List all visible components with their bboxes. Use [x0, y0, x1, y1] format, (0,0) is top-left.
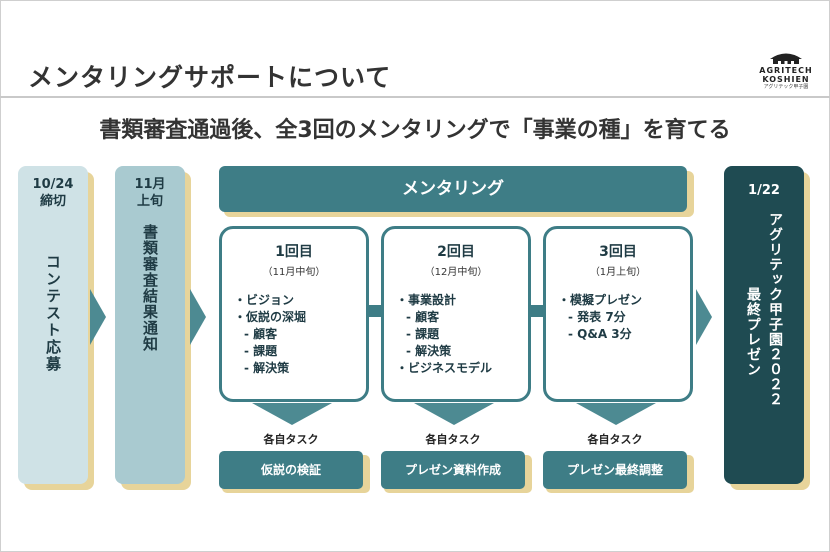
task-label: 各自タスク: [425, 433, 481, 446]
final-column: 1/22 アグリテック甲子園２０２２ 最終プレゼン: [724, 166, 804, 484]
slide-subtitle: 書類審査通過後、全3回のメンタリングで「事業の種」を育てる: [99, 118, 731, 143]
round-title: 3回目: [599, 244, 637, 260]
arrow-down-icon: [576, 403, 656, 425]
slide-title: メンタリングサポートについて: [28, 63, 392, 92]
mentoring-banner: メンタリング: [219, 166, 687, 212]
round-card-1: 1回目 （11月中旬） ・ビジョン ・仮説の深堀 - 顧客 - 課題 - 解決策: [219, 226, 369, 402]
round-item: ・ビジネスモデル: [396, 361, 493, 375]
round-title: 2回目: [437, 244, 475, 260]
agritech-koshien-logo: AGRITECH KOSHIEN アグリテック甲子園: [755, 50, 817, 92]
round-subitem: - 解決策: [244, 361, 290, 375]
final-date: 1/22: [748, 183, 780, 198]
round-subitem: - 発表 7分: [568, 310, 626, 324]
task-box: プレゼン最終調整: [543, 451, 687, 489]
final-event-label: アグリテック甲子園２０２２: [767, 212, 783, 407]
deadline-date: 10/24: [32, 177, 74, 192]
screening-date-label: 上旬: [136, 194, 163, 209]
final-presentation-label: 最終プレゼン: [745, 286, 761, 377]
screening-date: 11月: [134, 177, 166, 192]
round-card-3: 3回目 （1月上旬） ・模擬プレゼン - 発表 7分 - Q&A 3分: [543, 226, 693, 402]
round-title: 1回目: [275, 244, 313, 260]
round-period: （1月上旬）: [589, 267, 647, 278]
round-item: ・模擬プレゼン: [558, 293, 643, 307]
pavilion-icon: [770, 53, 802, 64]
deadline-date-label: 締切: [39, 194, 66, 209]
arrow-right-icon: [696, 289, 712, 345]
title-divider: [0, 96, 830, 98]
round-subitem: - 課題: [406, 327, 440, 341]
round-subitem: - 顧客: [406, 310, 440, 324]
logo-text-line3: アグリテック甲子園: [763, 84, 809, 90]
logo-text-line1: AGRITECH: [759, 66, 813, 75]
arrow-down-icon: [252, 403, 332, 425]
round-subitem: - 顧客: [244, 327, 278, 341]
task-label: 各自タスク: [263, 433, 319, 446]
deadline-column: 10/24 締切 コンテスト応募: [18, 166, 88, 484]
arrow-right-icon: [90, 289, 106, 345]
round-item: ・仮説の深堀: [234, 310, 307, 324]
round-subitem: - 課題: [244, 344, 278, 358]
arrow-down-icon: [414, 403, 494, 425]
round-connector: [366, 305, 382, 317]
round-card-2: 2回目 （12月中旬） ・事業設計 - 顧客 - 課題 - 解決策 ・ビジネスモ…: [381, 226, 531, 402]
task-box: 仮説の検証: [219, 451, 363, 489]
arrow-right-icon: [190, 289, 206, 345]
task-box: プレゼン資料作成: [381, 451, 525, 489]
task-label: 各自タスク: [587, 433, 643, 446]
screening-column: 11月 上旬 書類審査結果通知: [115, 166, 185, 484]
round-subitem: - Q&A 3分: [568, 327, 632, 341]
round-item: ・事業設計: [396, 293, 457, 307]
deadline-label: コンテスト応募: [44, 254, 62, 373]
round-connector: [528, 305, 544, 317]
screening-label: 書類審査結果通知: [141, 224, 159, 352]
round-item: ・ビジョン: [234, 293, 295, 307]
round-period: （12月中旬）: [424, 267, 488, 278]
round-period: （11月中旬）: [262, 267, 326, 278]
round-subitem: - 解決策: [406, 344, 452, 358]
logo-text-line2: KOSHIEN: [762, 75, 810, 84]
